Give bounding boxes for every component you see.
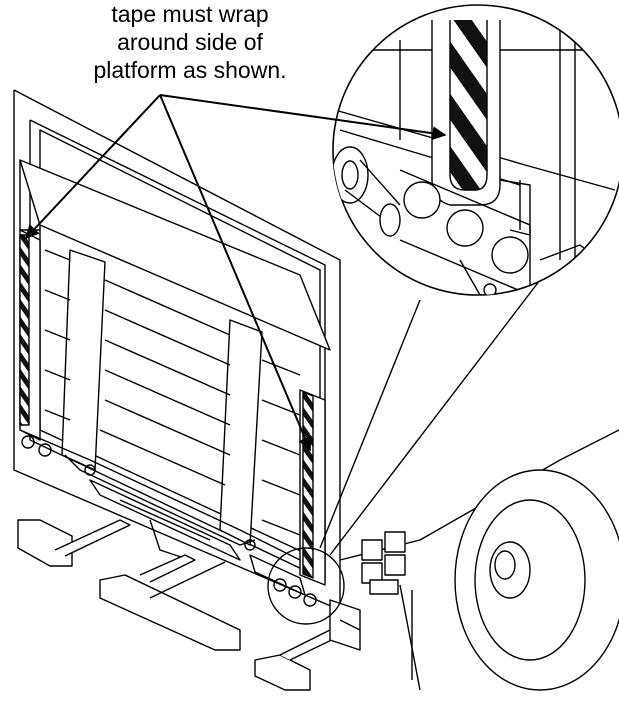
guide-rails	[17, 519, 361, 691]
leader-arrow	[25, 94, 447, 452]
caption-line-2: around side of	[117, 29, 263, 55]
left-tape-strip	[19, 234, 30, 426]
trailer-wheel	[454, 469, 619, 691]
caption: tape must wrap around side of platform a…	[40, 0, 340, 84]
detail-source-circle	[267, 547, 345, 625]
platform-top-fold	[19, 159, 331, 351]
reflectors	[361, 531, 406, 595]
platform-slats	[44, 249, 301, 536]
right-tape-strip	[302, 391, 314, 579]
caption-line-3: platform as shown.	[93, 57, 287, 83]
caption-line-1: tape must wrap	[111, 1, 269, 27]
detail-magnifier-circle	[332, 4, 619, 296]
